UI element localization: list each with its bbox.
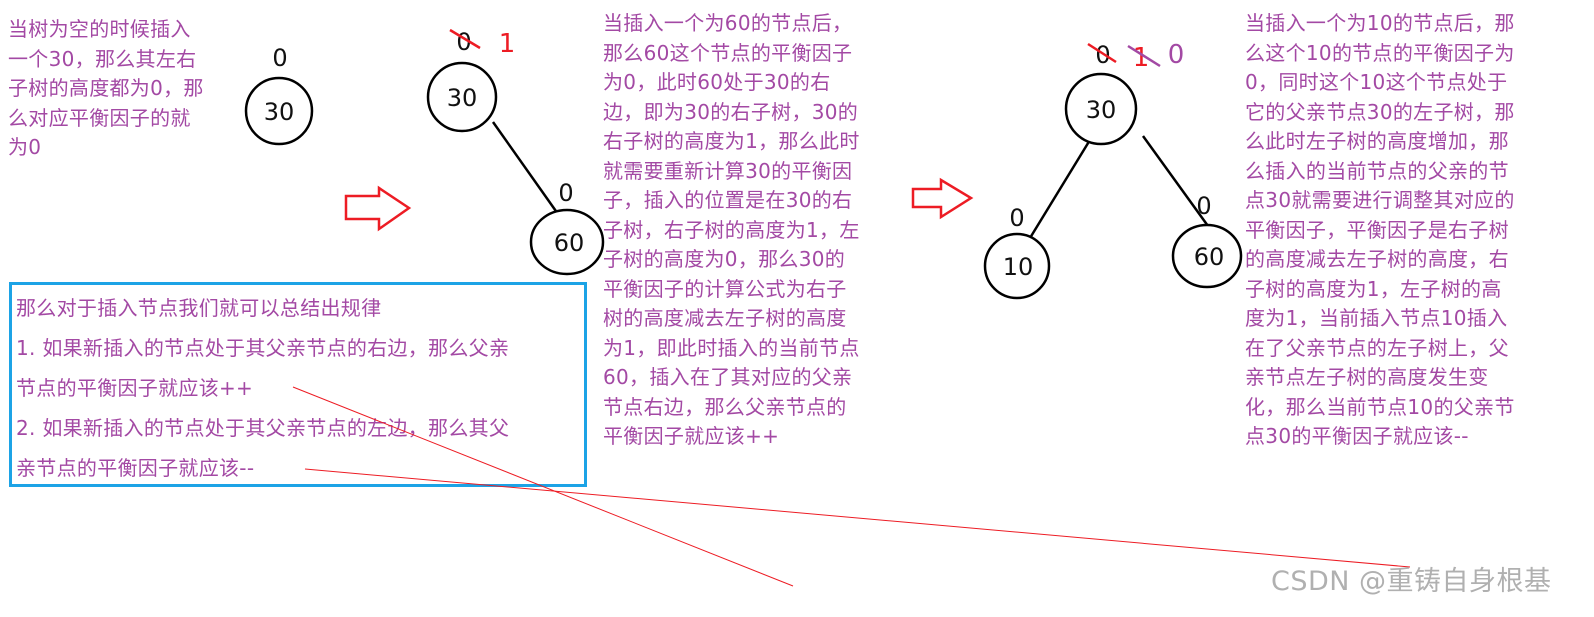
tree-node-circle xyxy=(244,76,314,146)
strikethrough-mark xyxy=(449,28,481,50)
text-line: 为0 xyxy=(8,135,42,159)
text-line: 亲节点左子树的高度发生变 xyxy=(1245,365,1489,389)
insert-60-explanation: 当插入一个为60的节点后， 那么60这个节点的平衡因子 为0，此时60处于30的… xyxy=(603,9,860,452)
strikethrough-mark xyxy=(1127,44,1161,68)
new-balance-factor-label: 0 xyxy=(1168,40,1185,70)
text-line: 子树的高度为1，左子树的高 xyxy=(1245,276,1502,301)
rule-summary-box: 那么对于插入节点我们就可以总结出规律 1. 如果新插入的节点处于其父亲节点的右边… xyxy=(9,282,587,487)
text-line: 边，即为30的右子树，30的 xyxy=(603,99,859,124)
balance-factor-label: 0 xyxy=(272,44,287,72)
text-line: 为1，即此时插入的当前节点 xyxy=(603,335,860,360)
text-line: 平衡因子的计算公式为右子 xyxy=(603,276,847,301)
tree-edge xyxy=(1141,135,1210,227)
text-line: 度为1，当前插入节点10插入 xyxy=(1245,306,1508,330)
tree-node-value: 60 xyxy=(554,229,585,257)
tree-node-circle xyxy=(983,232,1051,300)
text-line: 当插入一个为10的节点后，那 xyxy=(1245,11,1515,35)
text-line: 点30就需要进行调整其对应的 xyxy=(1245,188,1515,212)
text-line: 子树的高度都为0，那 xyxy=(8,76,204,100)
new-balance-factor-label: 1 xyxy=(499,29,516,59)
balance-factor-label: 0 xyxy=(1009,204,1024,232)
text-line: 么这个10的节点的平衡因子为 xyxy=(1245,40,1515,65)
rule-line: 1. 如果新插入的节点处于其父亲节点的右边，那么父亲 xyxy=(16,336,510,360)
tree-edge xyxy=(1028,134,1095,239)
text-line: 么此时左子树的高度增加，那 xyxy=(1245,129,1509,153)
text-line: 一个30，那么其左右 xyxy=(8,46,197,71)
tree-node-value: 60 xyxy=(1194,243,1225,271)
balance-factor-label: 0 xyxy=(1196,192,1211,220)
text-line: 的高度减去左子树的高度，右 xyxy=(1245,247,1509,271)
tree-2: 0 1 30 0 60 xyxy=(426,28,605,276)
text-line: 点30的平衡因子就应该-- xyxy=(1245,424,1469,448)
tree-1: 0 30 xyxy=(244,44,314,146)
text-line: 为0，此时60处于30的右 xyxy=(603,70,831,94)
text-line: 平衡因子就应该++ xyxy=(603,424,780,448)
tree-edge xyxy=(491,121,560,215)
text-line: 当插入一个为60的节点后， xyxy=(603,11,853,35)
text-line: 那么60这个节点的平衡因子 xyxy=(603,40,853,65)
tree-node-circle xyxy=(1064,72,1138,146)
rule-line: 节点的平衡因子就应该++ xyxy=(16,376,254,400)
tree-node-circle xyxy=(1171,223,1243,289)
text-line: 节点右边，那么父亲节点的 xyxy=(603,394,847,419)
text-line: 化，那么当前节点10的父亲节 xyxy=(1245,394,1515,419)
connector-line xyxy=(304,468,1411,568)
text-line: 当树为空的时候插入 xyxy=(8,17,191,41)
right-arrow-icon xyxy=(911,177,974,220)
text-line: 么插入的当前节点的父亲的节 xyxy=(1245,158,1509,183)
tree-node-circle xyxy=(529,208,605,276)
rule-heading: 那么对于插入节点我们就可以总结出规律 xyxy=(16,296,382,320)
text-line: 么对应平衡因子的就 xyxy=(8,105,191,130)
watermark: CSDN @重铸自身根基 xyxy=(1271,566,1552,597)
text-line: 0，同时这个10这个节点处于 xyxy=(1245,70,1508,94)
text-line: 子树，右子树的高度为1，左 xyxy=(603,217,860,242)
rule-line: 2. 如果新插入的节点处于其父亲节点的左边，那么其父 xyxy=(16,416,510,440)
strikethrough-mark xyxy=(1087,42,1117,64)
text-line: 在了父亲节点的左子树上，父 xyxy=(1245,335,1509,360)
rule-summary-text: 那么对于插入节点我们就可以总结出规律 1. 如果新插入的节点处于其父亲节点的右边… xyxy=(16,288,509,488)
tree-3: 0 1 0 30 0 10 0 60 xyxy=(983,40,1243,300)
text-line: 平衡因子，平衡因子是右子树 xyxy=(1245,217,1509,242)
tree-node-value: 30 xyxy=(447,84,478,112)
text-line: 树的高度减去左子树的高度 xyxy=(603,306,847,330)
tree-node-value: 30 xyxy=(264,98,295,126)
insert-10-explanation: 当插入一个为10的节点后，那 么这个10的节点的平衡因子为 0，同时这个10这个… xyxy=(1245,9,1515,452)
connector-line xyxy=(292,386,794,587)
text-line: 右子树的高度为1，那么此时 xyxy=(603,129,860,153)
right-arrow-icon xyxy=(344,185,412,232)
tree-node-value: 30 xyxy=(1086,96,1117,124)
rule-line: 亲节点的平衡因子就应该-- xyxy=(16,456,255,480)
text-line: 子树的高度为0，那么30的 xyxy=(603,247,846,271)
text-line: 子，插入的位置是在30的右 xyxy=(603,188,853,212)
text-line: 它的父亲节点30的左子树，那 xyxy=(1245,99,1515,124)
tree-node-value: 10 xyxy=(1003,253,1034,281)
tree-node-circle xyxy=(426,61,498,133)
balance-factor-label: 0 xyxy=(558,179,573,207)
text-line: 就需要重新计算30的平衡因 xyxy=(603,158,853,183)
text-line: 60，插入在了其对应的父亲 xyxy=(603,365,853,389)
empty-tree-explanation: 当树为空的时候插入 一个30，那么其左右 子树的高度都为0，那 么对应平衡因子的… xyxy=(8,15,204,163)
